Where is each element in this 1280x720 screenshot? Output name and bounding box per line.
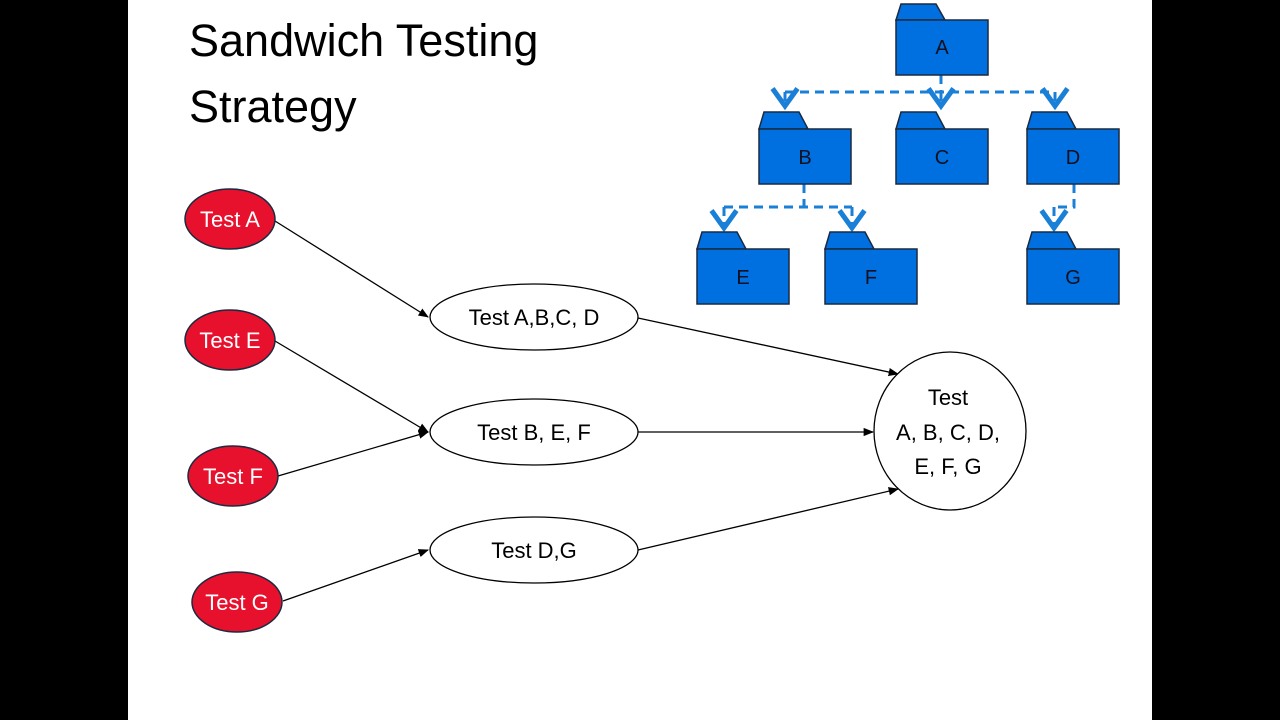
arrow-acd-to-final [637, 317, 900, 377]
unit-test-label: Test G [205, 590, 269, 615]
module-e: E [695, 231, 790, 305]
unit-test-a: Test A [184, 188, 276, 250]
module-hierarchy: A B C D E [695, 3, 1120, 305]
folder-icon [1025, 231, 1078, 250]
final-test-line-1: Test [928, 385, 968, 410]
integration-test-node [429, 398, 639, 466]
unit-test-g: Test G [191, 571, 283, 633]
hierarchy-connectors [709, 75, 1076, 233]
final-test-line-3: E, F, G [914, 454, 981, 479]
final-test-line-2: A, B, C, D, [896, 420, 1000, 445]
module-d: D [1025, 111, 1120, 185]
sandwich-testing-diagram: A B C D E [184, 3, 1120, 633]
connector-d-stem [1054, 184, 1076, 209]
slide: Sandwich Testing Strategy [128, 0, 1152, 720]
folder-icon [894, 3, 947, 21]
folder-icon [894, 111, 947, 130]
module-c: C [894, 111, 989, 185]
title-line-2: Strategy [189, 81, 357, 132]
arrow-test-a-to-acd [274, 220, 429, 318]
module-f: F [823, 231, 918, 305]
unit-test-e: Test E [184, 309, 276, 371]
unit-test-node [184, 188, 276, 250]
unit-test-label: Test F [203, 464, 263, 489]
unit-test-node [184, 309, 276, 371]
integration-test-node [429, 516, 639, 584]
integration-test-acd: Test A,B,C, D [429, 283, 639, 351]
module-label-d: D [1066, 147, 1080, 169]
module-label-c: C [935, 147, 949, 169]
module-label-f: F [865, 267, 877, 289]
folder-body [895, 128, 989, 185]
integration-test-node [429, 283, 639, 351]
module-label-e: E [736, 267, 749, 289]
integration-test-dg: Test D,G [429, 516, 639, 584]
folder-icon [757, 111, 810, 130]
unit-test-label: Test A [200, 207, 260, 232]
folder-body [1026, 128, 1120, 185]
unit-test-label: Test E [199, 328, 260, 353]
unit-test-node [187, 445, 279, 507]
folder-body [824, 248, 918, 305]
module-label-b: B [798, 147, 811, 169]
folder-body [758, 128, 852, 185]
folder-body [696, 248, 790, 305]
final-test-node [873, 351, 1027, 511]
unit-test-node [191, 571, 283, 633]
title-line-1: Sandwich Testing [189, 15, 539, 66]
final-test: Test A, B, C, D, E, F, G [873, 351, 1027, 511]
folder-body [895, 19, 989, 76]
integration-test-label: Test D,G [491, 538, 577, 563]
module-b: B [757, 111, 852, 185]
integration-test-label: Test A,B,C, D [469, 305, 600, 330]
folder-body [1026, 248, 1120, 305]
module-a: A [894, 3, 989, 76]
slide-title: Sandwich Testing Strategy [189, 8, 538, 140]
folder-icon [1025, 111, 1078, 130]
arrow-dg-to-final [637, 487, 900, 551]
module-label-a: A [935, 37, 949, 59]
folder-icon [695, 231, 748, 250]
integration-test-bef: Test B, E, F [429, 398, 639, 466]
flow-arrows [274, 220, 900, 602]
arrow-test-f-to-bef [277, 430, 429, 477]
arrow-test-g-to-dg [282, 549, 429, 602]
unit-test-f: Test F [187, 445, 279, 507]
module-g: G [1025, 231, 1120, 305]
folder-icon [823, 231, 876, 250]
arrow-test-e-to-bef [274, 340, 429, 433]
integration-test-label: Test B, E, F [477, 420, 591, 445]
module-label-g: G [1065, 267, 1081, 289]
